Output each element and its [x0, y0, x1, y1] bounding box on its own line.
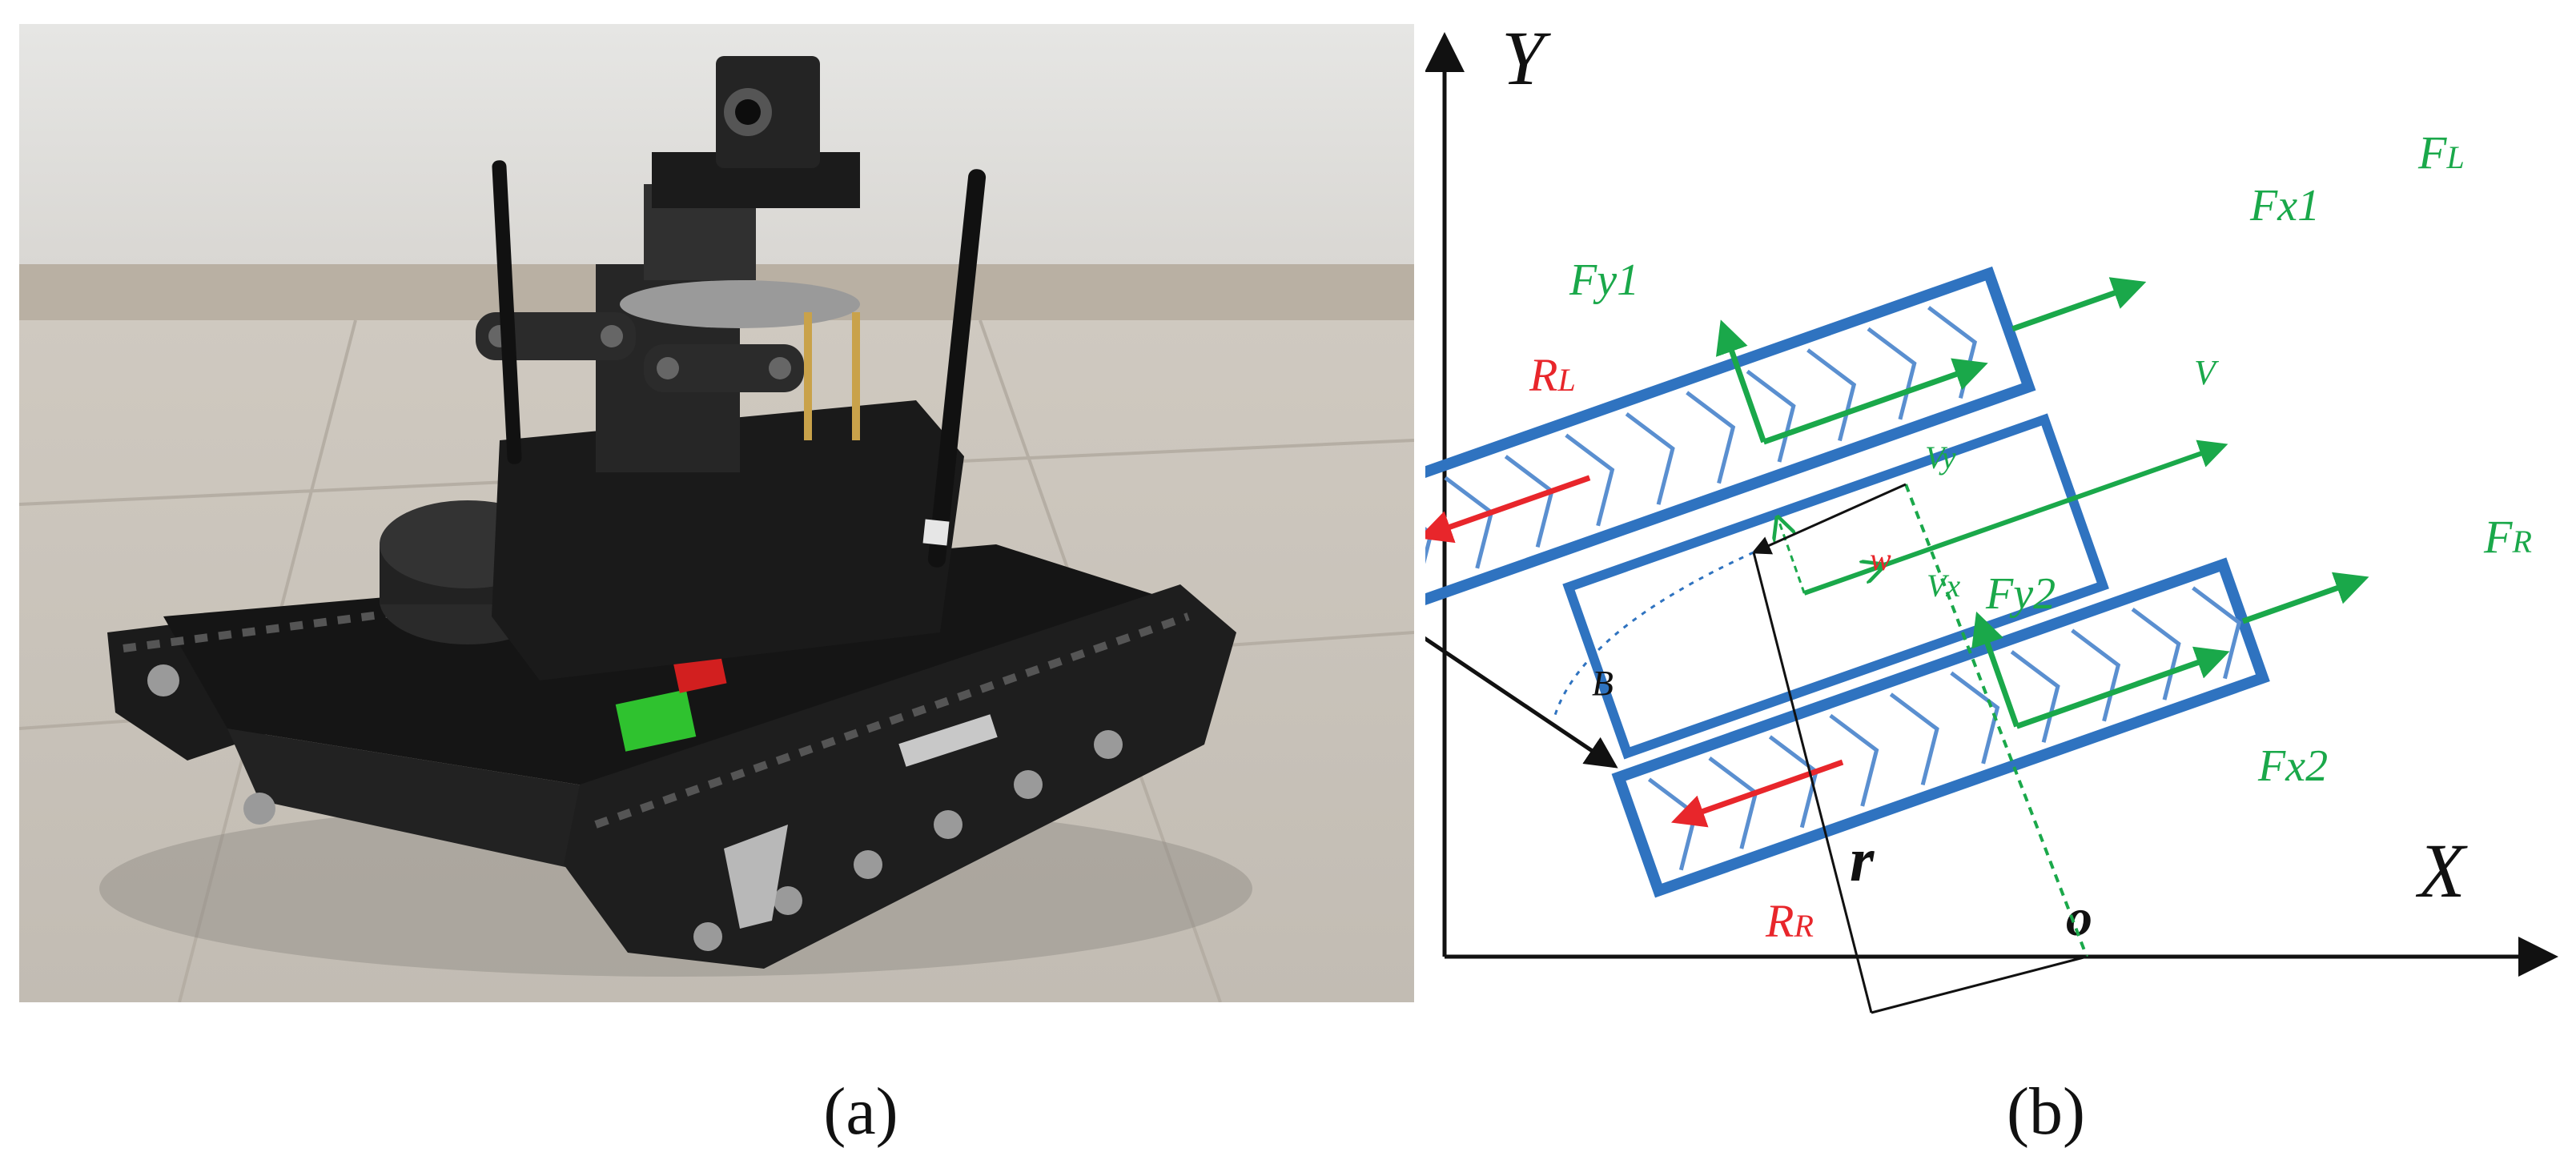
label-w: w — [1870, 541, 1891, 577]
kinematics-diagram: Y X o — [1239, 0, 2576, 1041]
resistance-RL-arrow — [1418, 475, 1591, 544]
caption-b: (b) — [2007, 1074, 2085, 1149]
label-FR: FR — [2483, 511, 2532, 563]
y-axis-label: Y — [1501, 15, 1551, 101]
velocity-Vy-arrow — [1778, 518, 1806, 594]
turning-radius-lines — [1552, 483, 2088, 1014]
force-Fx2-arrow — [2015, 646, 2230, 729]
velocity-Vx-arrow — [1803, 565, 1883, 595]
label-r: r — [1850, 825, 1875, 894]
label-Vx: Vx — [1927, 568, 1960, 604]
label-Fy2: Fy2 — [1985, 569, 2056, 619]
label-Fy1: Fy1 — [1569, 255, 1639, 305]
tracked-robot-icon — [18, 24, 1415, 1003]
label-RL: RL — [1529, 349, 1576, 401]
label-Fx2: Fx2 — [2257, 741, 2328, 791]
robot-photo — [18, 24, 1415, 1003]
force-Fx1-arrow — [1762, 358, 1988, 445]
resistance-RR-arrow — [1670, 759, 1844, 828]
label-Vy: Vy — [1925, 440, 1956, 476]
label-V: V — [2194, 353, 2220, 392]
origin-label: o — [2066, 889, 2092, 947]
force-FL-arrow — [2011, 277, 2147, 332]
right-track — [1611, 557, 2270, 898]
force-FR-arrow — [2241, 572, 2369, 624]
caption-a: (a) — [823, 1074, 898, 1149]
force-Fy2-arrow — [1971, 611, 2019, 728]
force-Fy1-arrow — [1715, 319, 1766, 444]
x-axis-label: X — [2415, 828, 2468, 913]
track-width-B-arrow — [1371, 595, 1618, 769]
label-RR: RR — [1765, 895, 1814, 947]
label-FL: FL — [2417, 126, 2465, 179]
label-Fx1: Fx1 — [2249, 181, 2320, 231]
label-B: B — [1592, 664, 1614, 703]
